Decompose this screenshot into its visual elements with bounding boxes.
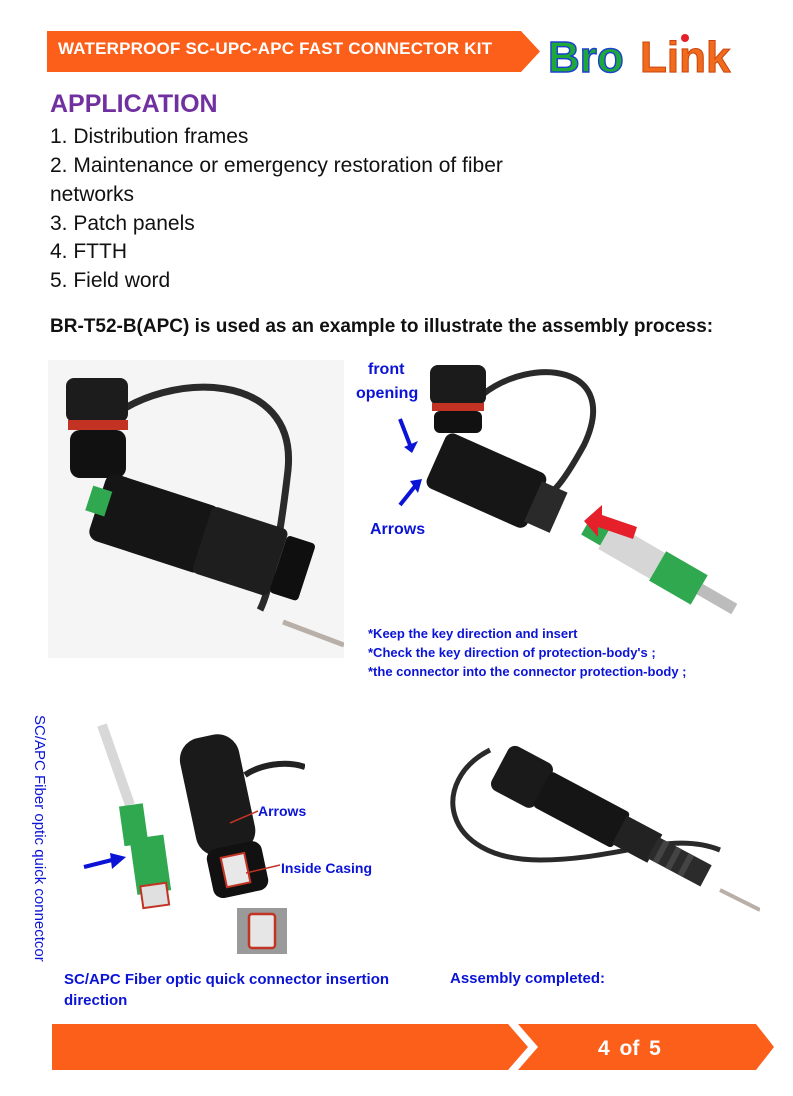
application-item: 5. Field word bbox=[50, 269, 171, 292]
application-item: 1. Distribution frames bbox=[50, 125, 249, 148]
insertion-caption-line1: SC/APC Fiber optic quick connector inser… bbox=[64, 971, 390, 988]
logo-dot bbox=[681, 34, 689, 42]
application-item: 4. FTTH bbox=[50, 240, 127, 263]
insertion-caption-line2: direction bbox=[64, 992, 128, 1009]
application-heading: APPLICATION bbox=[50, 90, 218, 118]
connector-photo-left bbox=[48, 360, 344, 658]
page-number: 4 of 5 bbox=[598, 1037, 661, 1060]
logo-text-link: Link bbox=[640, 33, 731, 78]
label-inside-casing: Inside Casing bbox=[281, 860, 373, 876]
assembly-note: *the connector into the connector protec… bbox=[368, 664, 687, 679]
label-opening: opening bbox=[356, 385, 419, 402]
connector-photo-right bbox=[352, 355, 744, 655]
insert-direction-arrow bbox=[584, 505, 637, 539]
logo-text-bro: Bro bbox=[548, 33, 624, 78]
assembly-intro: BR-T52-B(APC) is used as an example to i… bbox=[50, 316, 714, 337]
assembly-completed-photo bbox=[420, 720, 760, 930]
brolink-logo: Bro Link bbox=[548, 32, 731, 78]
label-front: front bbox=[368, 361, 405, 378]
document-title: WATERPROOF SC-UPC-APC FAST CONNECTOR KIT bbox=[58, 39, 493, 58]
footer-bar bbox=[52, 1024, 774, 1070]
label-arrows: Arrows bbox=[370, 521, 426, 538]
inside-casing-zoom-photo bbox=[237, 908, 287, 954]
application-item: 2. Maintenance or emergency restoration … bbox=[50, 154, 503, 177]
assembly-note: *Check the key direction of protection-b… bbox=[368, 645, 656, 660]
application-item: 3. Patch panels bbox=[50, 212, 195, 235]
assembly-completed-caption: Assembly completed: bbox=[450, 970, 606, 987]
application-item: networks bbox=[50, 183, 135, 206]
assembly-note: *Keep the key direction and insert bbox=[368, 626, 578, 641]
insertion-direction-photo bbox=[70, 705, 305, 920]
label-arrows-2: Arrows bbox=[258, 803, 307, 819]
quick-connector-vertical-label: SC/APC Fiber optic quick connectcor bbox=[31, 715, 48, 962]
arrows-pointer bbox=[398, 483, 418, 507]
insertion-caption: SC/APC Fiber optic quick connector inser… bbox=[64, 969, 389, 1011]
front-opening-pointer bbox=[398, 418, 412, 446]
title-banner bbox=[47, 31, 540, 72]
